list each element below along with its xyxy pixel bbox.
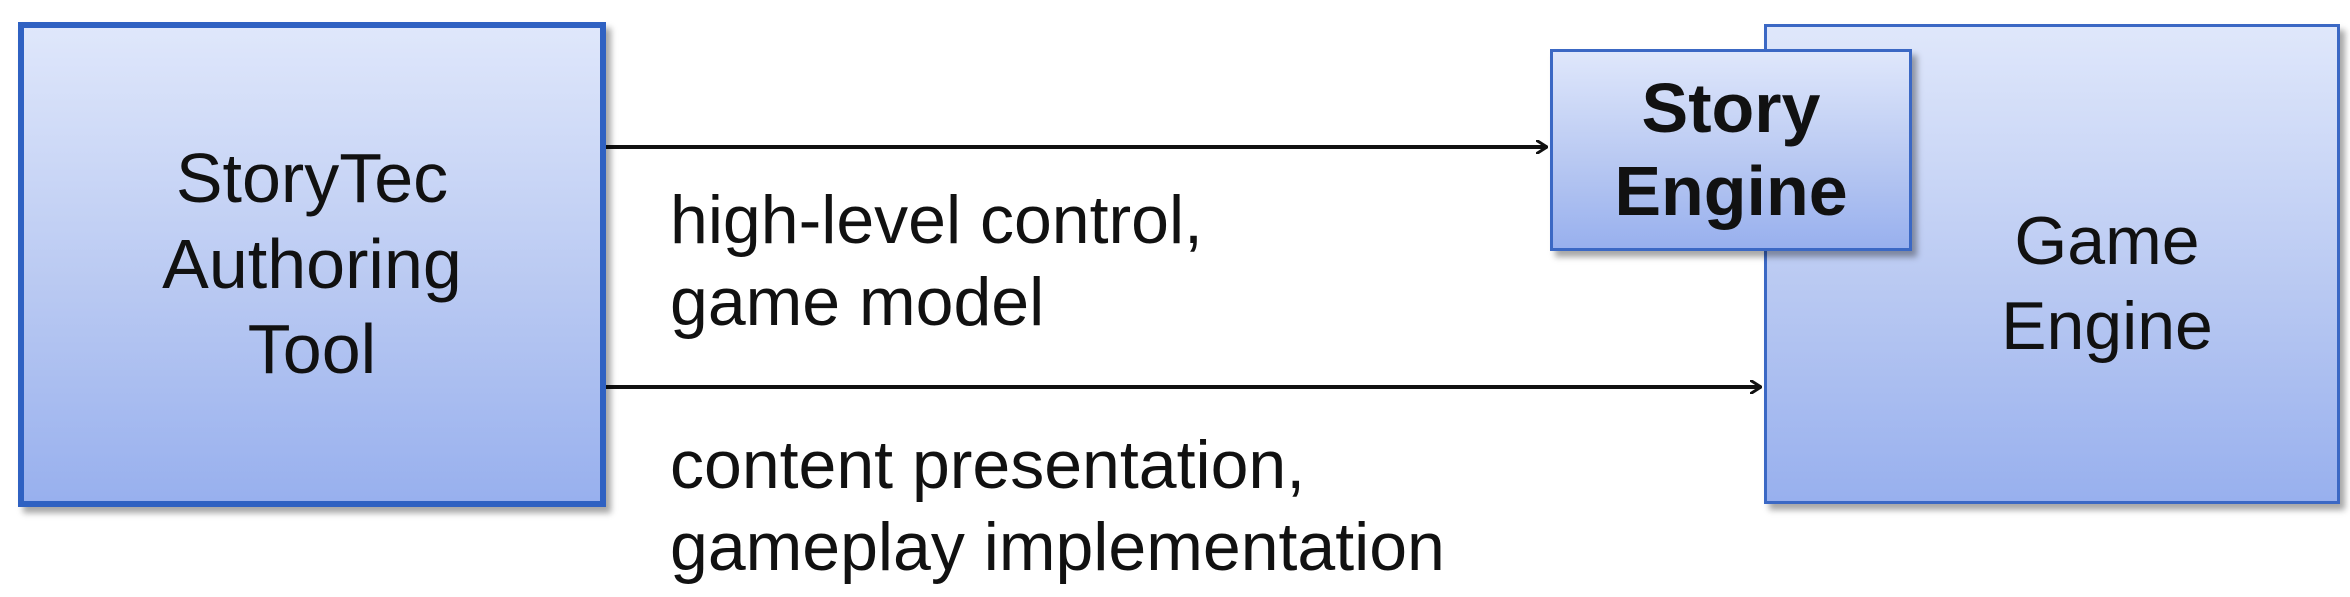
story-engine-box: Story Engine [1550,49,1912,251]
story-engine-label: Story Engine [1614,69,1848,230]
game-engine-label: Game Engine [2001,203,2213,364]
authoring-tool-label: StoryTec Authoring Tool [162,139,462,389]
authoring-tool-box: StoryTec Authoring Tool [18,22,606,507]
edge-label-content-presentation: content presentation, gameplay implement… [670,427,1445,585]
edge-label-high-level-control: high-level control, game model [670,182,1203,340]
